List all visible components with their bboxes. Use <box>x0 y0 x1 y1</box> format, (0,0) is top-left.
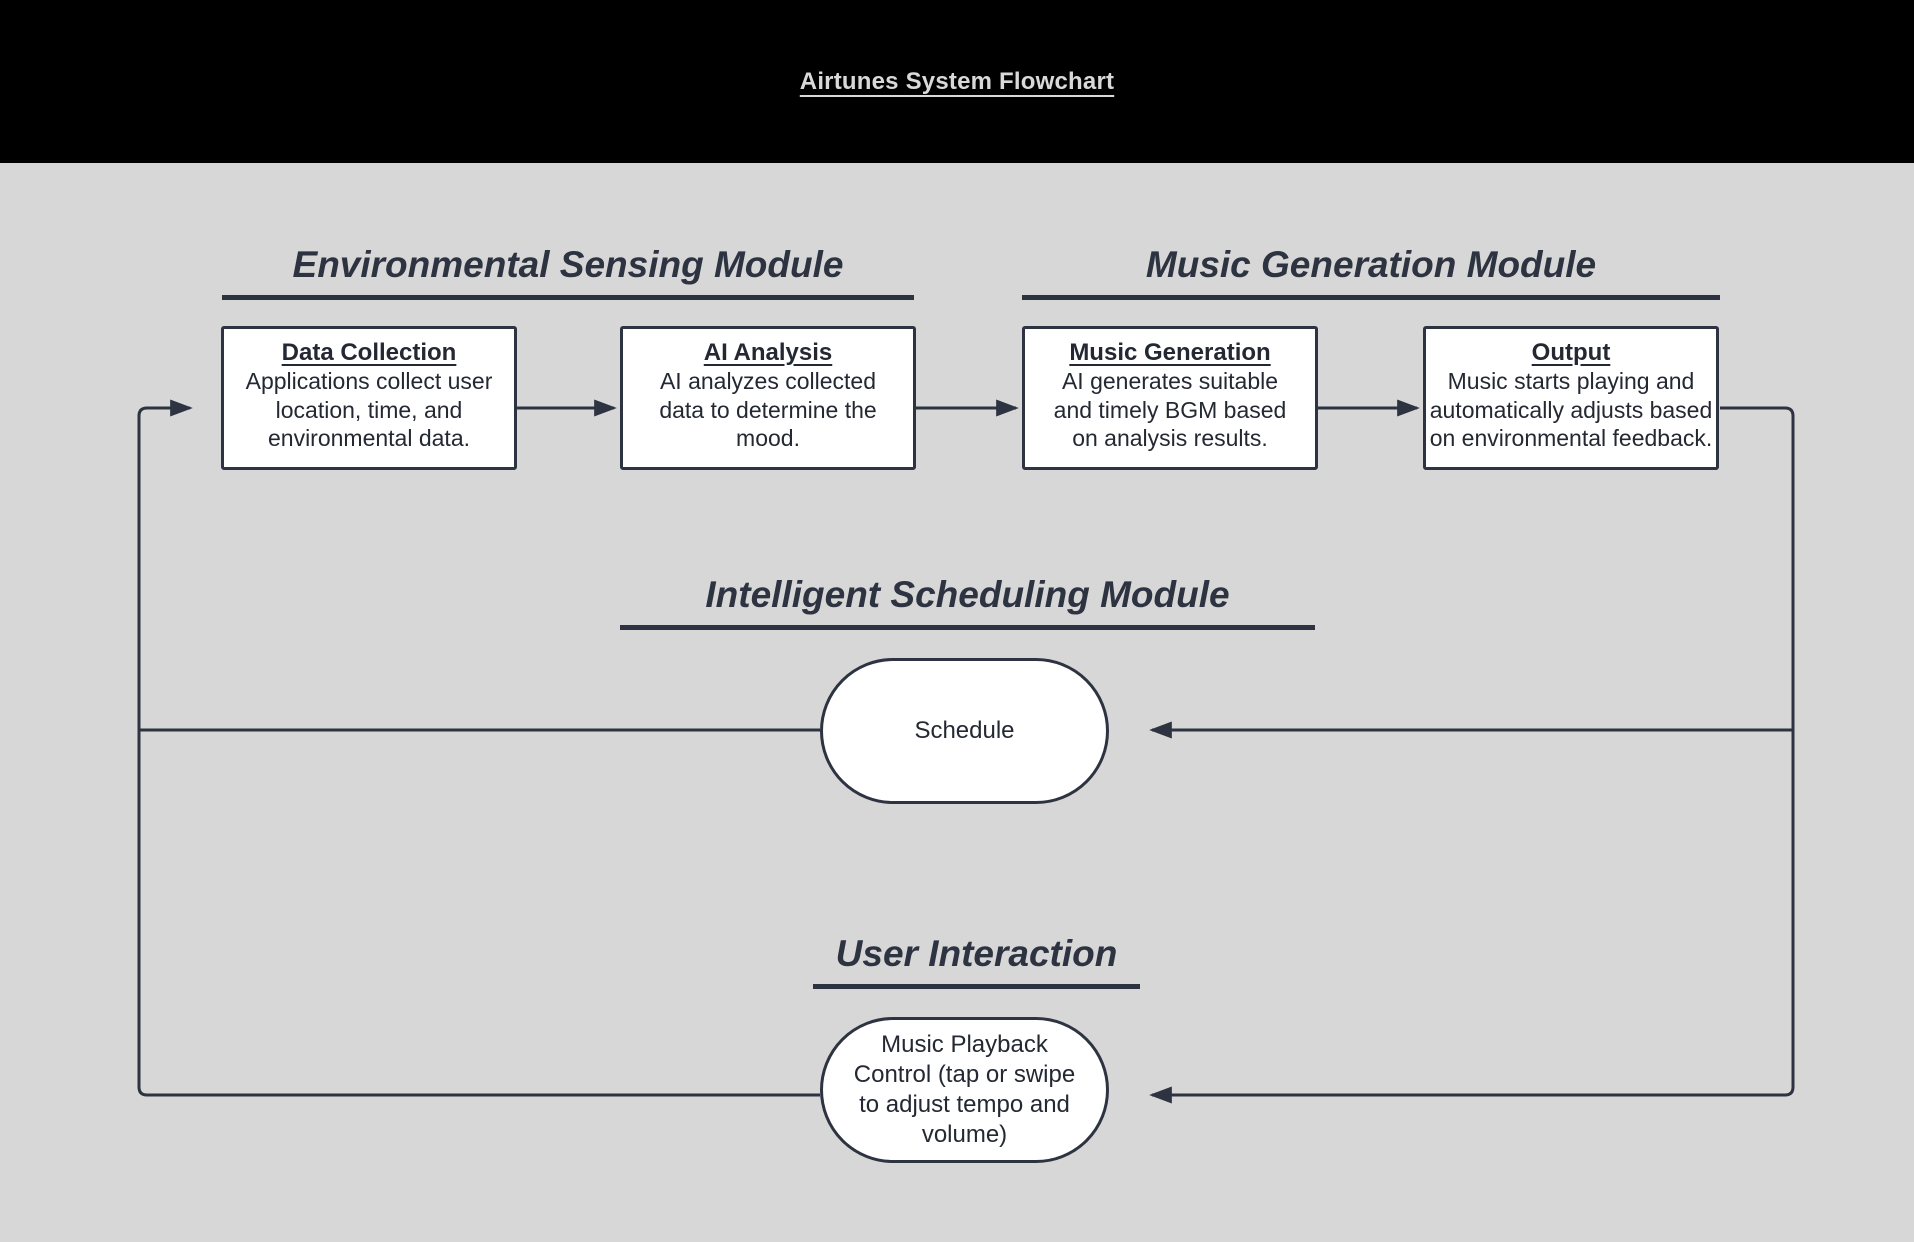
node-schedule-label: Schedule <box>914 717 1015 744</box>
node-music-generation: Music Generation AI generates suitable a… <box>1022 326 1318 470</box>
node-data-collection-body: Applications collect user location, time… <box>245 368 493 451</box>
section-title-music-generation: Music Generation Module <box>1022 240 1720 300</box>
node-output: Output Music starts playing and automati… <box>1423 326 1719 470</box>
node-output-body: Music starts playing and automatically a… <box>1429 368 1713 451</box>
node-music-playback-control-label: Music Playback Control (tap or swipe to … <box>853 1031 1076 1148</box>
node-ai-analysis-title: AI Analysis <box>703 339 833 366</box>
node-schedule: Schedule <box>820 658 1109 804</box>
node-data-collection-title: Data Collection <box>281 339 457 366</box>
header-band: Airtunes System Flowchart <box>0 0 1914 163</box>
node-output-title: Output <box>1531 339 1611 366</box>
section-title-user-interaction: User Interaction <box>813 929 1140 989</box>
connector-music-playback-to-data-collection <box>137 399 820 1097</box>
node-music-playback-control: Music Playback Control (tap or swipe to … <box>820 1017 1109 1163</box>
node-data-collection: Data Collection Applications collect use… <box>221 326 517 470</box>
node-ai-analysis: AI Analysis AI analyzes collected data t… <box>620 326 916 470</box>
section-title-intelligent-scheduling: Intelligent Scheduling Module <box>620 570 1315 630</box>
section-title-environmental-sensing: Environmental Sensing Module <box>222 240 914 300</box>
node-music-generation-body: AI generates suitable and timely BGM bas… <box>1053 368 1287 451</box>
connector-output-to-music-playback <box>1149 406 1795 1104</box>
node-music-generation-title: Music Generation <box>1069 339 1271 366</box>
node-ai-analysis-body: AI analyzes collected data to determine … <box>659 368 877 451</box>
page-title: Airtunes System Flowchart <box>799 67 1115 95</box>
